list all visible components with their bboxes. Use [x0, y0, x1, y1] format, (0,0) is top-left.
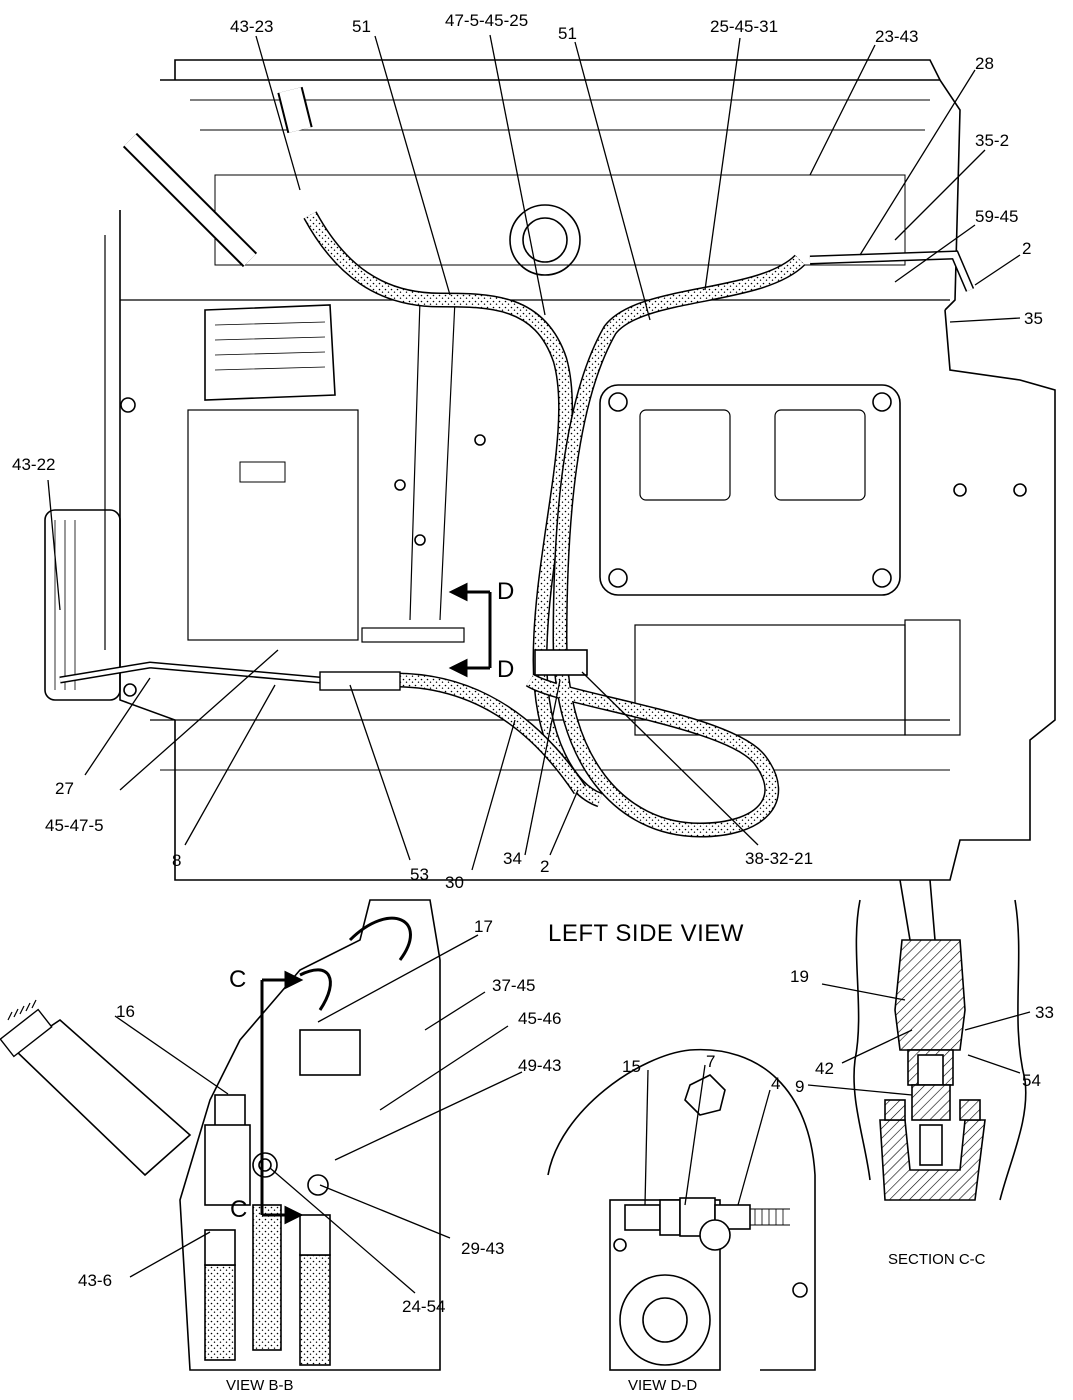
leader-lines [47, 34, 1031, 1294]
callout-label: 2 [540, 857, 550, 876]
callout-label: 35-2 [975, 131, 1010, 150]
caption-view-bb: VIEW B-B [226, 1377, 294, 1394]
callout-label: 25-45-31 [710, 17, 779, 36]
callout-label: 30 [445, 873, 464, 892]
callout-label: 15 [622, 1057, 641, 1076]
callout-label: 7 [706, 1052, 716, 1071]
caption-view-dd: VIEW D-D [628, 1377, 698, 1394]
callout-label: 51 [558, 24, 577, 43]
callout-label: 23-43 [875, 27, 919, 46]
callout-label: 17 [474, 917, 493, 936]
callout-label: 45-46 [518, 1009, 562, 1028]
callout-label: 43-6 [78, 1271, 113, 1290]
callout-label: 42 [815, 1059, 834, 1078]
callout-label: 51 [352, 17, 371, 36]
callout-label: 19 [790, 967, 809, 986]
callout-label: 9 [795, 1077, 805, 1096]
callout-label: 59-45 [975, 207, 1019, 226]
section-marker-d-bottom: D [497, 656, 515, 683]
view-dd-drawing [547, 1048, 816, 1371]
callout-label: 43-22 [12, 455, 56, 474]
section-marker-c-top: C [229, 966, 247, 993]
callout-label: 33 [1035, 1003, 1054, 1022]
hoses-main [59, 86, 975, 838]
callout-label: 16 [116, 1002, 135, 1021]
callout-label: 4 [771, 1074, 781, 1093]
section-marker-c-bottom: C [230, 1196, 248, 1223]
callout-label: 2 [1022, 239, 1032, 258]
engine-left-side-view [44, 59, 1056, 881]
callout-label: 43-23 [230, 17, 274, 36]
section-cc-drawing [853, 879, 1027, 1201]
callout-label: 35 [1024, 309, 1043, 328]
callout-label: 37-45 [492, 976, 536, 995]
callout-label: 27 [55, 779, 74, 798]
callout-label: 28 [975, 54, 994, 73]
callout-label: 24-54 [402, 1297, 446, 1316]
callout-label: 47-5-45-25 [445, 11, 529, 30]
view-bb-drawing [0, 899, 441, 1371]
callout-label: 29-43 [461, 1239, 505, 1258]
callout-label: 34 [503, 849, 522, 868]
callout-label: 45-47-5 [45, 816, 104, 835]
callout-label: 49-43 [518, 1056, 562, 1075]
callout-label: 8 [172, 851, 182, 870]
section-marker-d-top: D [497, 578, 515, 605]
section-arrows-c [260, 970, 304, 1225]
section-arrows-d [448, 582, 492, 678]
callout-label: 53 [410, 865, 429, 884]
callout-label: 54 [1022, 1071, 1041, 1090]
callout-label: 38-32-21 [745, 849, 814, 868]
caption-section-cc: SECTION C-C [888, 1251, 986, 1268]
view-title: LEFT SIDE VIEW [548, 920, 744, 947]
